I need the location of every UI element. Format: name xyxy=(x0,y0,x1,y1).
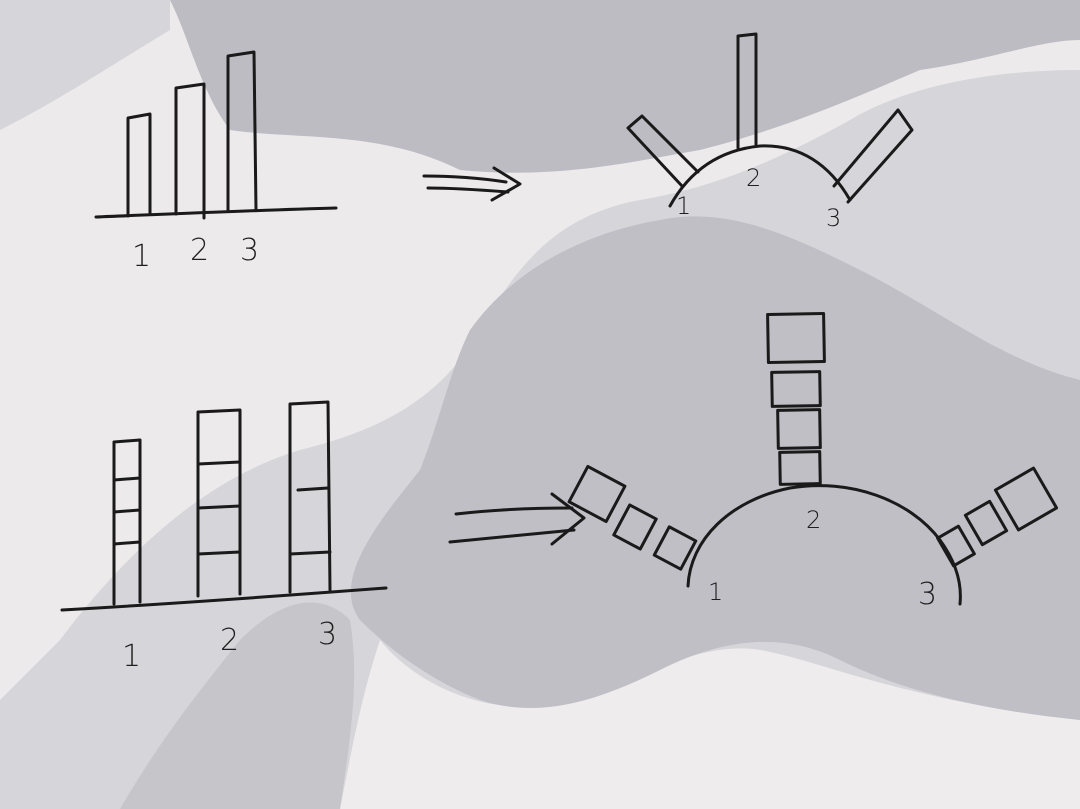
bottom-radial-bar-1-block-1 xyxy=(652,525,698,571)
bottom-bar-1-seg-2 xyxy=(112,508,142,514)
top-radial-chart xyxy=(626,32,914,208)
top-radial-arc xyxy=(668,144,852,208)
bottom-arrow-line-1 xyxy=(454,506,574,516)
bottom-bar-2-seg-2 xyxy=(196,504,242,510)
bottom-radial-label-1: 1 xyxy=(708,578,723,606)
top-arrow xyxy=(422,166,522,202)
bottom-radial-bar-2-block-1 xyxy=(778,450,822,486)
top-radial-bar-1 xyxy=(626,114,700,188)
bottom-arrow xyxy=(448,492,586,546)
paper-shadow xyxy=(170,0,1080,173)
top-bar-chart-baseline xyxy=(94,206,338,219)
top-radial-label-1: 1 xyxy=(676,192,691,220)
bottom-radial-label-2: 2 xyxy=(806,506,821,534)
top-arrow-line-2 xyxy=(426,186,510,194)
bottom-arrow-head xyxy=(550,492,586,546)
bottom-bar-1 xyxy=(112,438,142,606)
top-bar-tick-2: 2 xyxy=(190,233,209,268)
bottom-bar-chart-baseline xyxy=(60,586,388,612)
bottom-radial-bar-3-block-3 xyxy=(993,466,1059,532)
top-bar-tick-3: 3 xyxy=(240,233,259,268)
bottom-radial-bar-2-block-4 xyxy=(766,312,826,364)
bottom-radial-bar-1-block-3 xyxy=(567,464,627,524)
bottom-radial-bar-2-block-3 xyxy=(770,370,822,408)
bottom-radial-bar-3-block-2 xyxy=(963,499,1009,547)
bottom-bar-1-seg-1 xyxy=(112,476,142,482)
paper-shadow-lower-left xyxy=(120,602,355,809)
top-radial-label-2: 2 xyxy=(746,164,761,192)
top-radial-bar-2 xyxy=(736,32,758,150)
bottom-bar-tick-1: 1 xyxy=(122,639,141,674)
bottom-bar-1-seg-3 xyxy=(112,540,142,546)
top-radial-bar-3 xyxy=(832,108,914,204)
bottom-radial-bar-2-block-2 xyxy=(776,408,822,450)
bottom-bar-3 xyxy=(288,400,332,594)
bottom-radial-label-3: 3 xyxy=(918,577,937,612)
top-radial-label-3: 3 xyxy=(826,204,841,232)
bottom-arrow-line-2 xyxy=(448,528,576,544)
top-arrow-head xyxy=(490,166,522,202)
bottom-bar-2 xyxy=(196,408,242,598)
top-bar-2 xyxy=(174,82,206,220)
bottom-bar-2-seg-3 xyxy=(196,550,242,556)
top-bar-chart xyxy=(94,50,338,220)
bottom-radial-chart xyxy=(567,312,1059,606)
bottom-bar-chart xyxy=(60,400,388,612)
bottom-bar-3-seg-2 xyxy=(288,550,332,556)
bottom-bar-tick-3: 3 xyxy=(318,617,337,652)
top-bar-tick-1: 1 xyxy=(132,239,151,274)
paper-shadow-hand xyxy=(350,216,1080,720)
paper-lit-area-bottom xyxy=(340,640,1080,809)
bottom-radial-bar-3-block-1 xyxy=(936,524,976,568)
paper-lit-area xyxy=(0,0,1080,700)
bottom-radial-bar-1-block-2 xyxy=(612,503,658,551)
bottom-bar-tick-2: 2 xyxy=(220,623,239,658)
bottom-bar-3-seg-1 xyxy=(296,486,330,492)
top-bar-1 xyxy=(126,112,152,218)
top-bar-3 xyxy=(226,50,258,212)
bottom-bar-2-seg-1 xyxy=(196,460,242,466)
top-arrow-line-1 xyxy=(422,174,508,184)
